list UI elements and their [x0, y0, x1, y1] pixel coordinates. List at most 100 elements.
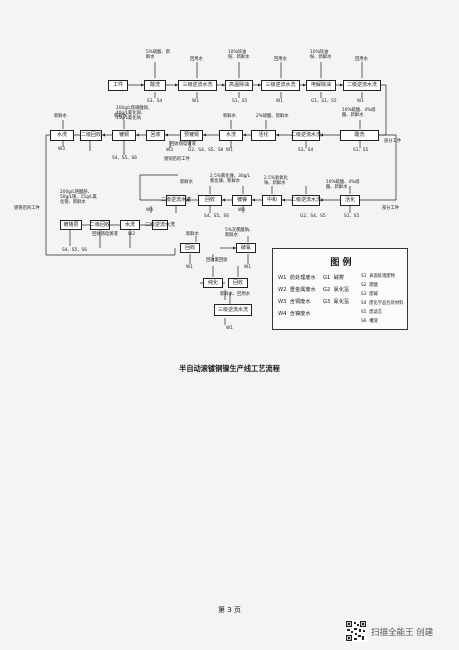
label-degrease-powder-2: 10%除油粉、新鲜水 [310, 50, 332, 60]
label-w1-a: W1 [192, 99, 199, 104]
label-g2: G2、S4、S5、S6 [188, 148, 224, 153]
box-rinse2-a: 二级逆流水洗 [343, 80, 381, 91]
box-hot-degrease: 高温除油 [225, 80, 253, 91]
legend-g2: G2 氯化氢 [323, 287, 350, 293]
box-recover4: 回收 [228, 278, 248, 288]
box-water-wash-b: 水洗 [120, 220, 140, 230]
label-w2: W2 [128, 232, 135, 237]
box-rinse2-b: 二级逆流水洗 [291, 130, 321, 141]
box-recover3: 回收 [180, 243, 200, 253]
label-cyan-reagent: 5%次氯酸钠、新鲜水 [225, 228, 254, 238]
label-recycle-plate: 回收铜电镀液 [170, 142, 196, 147]
label-fresh-f: 新鲜水、回用水 [220, 292, 251, 297]
label-w3: W3 [58, 147, 65, 152]
legend-s2: S2 废酸 [361, 283, 378, 288]
label-s3s4-a: S3、S4 [147, 99, 163, 104]
label-fresh-e: 新鲜水 [186, 232, 199, 237]
box-neutral: 中和 [262, 195, 282, 206]
legend-s6: S6 槽渣 [361, 319, 378, 324]
legend-box: 图 例 W1 前处理废水 W2 重金属废水 W3 含铜废水 W4 含镍废水 G1… [272, 248, 408, 330]
box-water-wash-l: 水洗 [50, 130, 74, 141]
box-electrolytic-degrease: 电解除油 [306, 80, 336, 91]
label-acid3: 10%硫酸、4%硫酸、新鲜水 [342, 108, 376, 118]
label-recycle2: 回收铬电镀液 [92, 232, 118, 237]
label-plated: 镀铜后的工件 [164, 157, 190, 162]
figure-caption: 半自动滚镀铜镍生产线工艺流程 [179, 364, 280, 373]
box-rinse3-b: 三级逆流水洗 [261, 80, 300, 91]
label-w1-e: W1 [186, 265, 193, 270]
label-acid: 5%硫酸、新鲜水 [146, 50, 171, 60]
legend-g1: G1 碱雾 [323, 275, 345, 281]
label-w3b: W3 [166, 148, 173, 153]
box-rinse2-e: 二级逆流水洗 [145, 220, 175, 230]
label-w1-g: W1 [226, 326, 233, 331]
legend-w4: W4 含镍废水 [278, 311, 311, 317]
box-water-wash-m: 水洗 [219, 130, 243, 141]
label-s456b: S4、S5、S6 [204, 214, 229, 219]
label-acid2: 2%硫酸、新鲜水 [256, 114, 289, 119]
legend-w1: W1 前处理废水 [278, 275, 316, 281]
legend-s5: S5 废滤芯 [361, 310, 383, 315]
scanner-watermark: 扫描全能王 创建 [371, 628, 434, 638]
box-rinse3-a: 三级逆流水洗 [178, 80, 217, 91]
label-s1s5-d: S1、S5 [344, 214, 360, 219]
label-fresh-c: 新鲜水 [223, 114, 236, 119]
legend-s4: S4 废化学品包装材料 [361, 301, 404, 306]
box-workpiece: 工件 [108, 80, 128, 91]
label-reuse-2: 回用水 [274, 57, 287, 62]
label-reuse-3: 回用水 [355, 57, 368, 62]
box-copper-plating: 镀铜 [112, 130, 136, 141]
label-s1s5-b: S1、S5 [353, 148, 369, 153]
label-g2b: G2、S4、S5 [300, 214, 326, 219]
box-acid-dip: 酸洗 [340, 130, 379, 141]
label-w1-f: W1 [244, 265, 251, 270]
label-w4: W4 [146, 208, 153, 213]
label-plated2: 镀铬后的工件 [14, 206, 40, 211]
legend-s3: S3 废碱 [361, 292, 378, 297]
label-partial: 部分工件 [384, 139, 402, 144]
label-degrease-powder-1: 10%除油粉、新鲜水 [228, 50, 250, 60]
label-fresh-a: 新鲜水 [54, 114, 67, 119]
box-degrease: 酸洗 [144, 80, 166, 91]
box-rinse2-c: 二级逆流水洗 [161, 195, 191, 206]
label-cu-reagent: 200g/L焦磷酸铜、40g/L氰化铜、15g/L氰化钠 [116, 106, 153, 121]
label-s456: S4、S5、S6 [112, 156, 137, 161]
label-ni-reagent: 2.5%氯化镍、30g/L氯化镍、新鲜水 [210, 174, 251, 184]
box-nickel: 镀镍 [232, 195, 252, 206]
box-rinse2-d: 二级逆流水洗 [291, 195, 321, 206]
label-w4b: W4 [238, 208, 245, 213]
label-reuse-1: 回用水 [190, 57, 203, 62]
box-rinse2-recover: 二级回收 [80, 130, 102, 141]
label-w1-c: W1 [357, 99, 364, 104]
label-partial2: 部分工件 [382, 206, 400, 211]
box-chrome: 镀铬层 [60, 220, 82, 230]
label-fresh-b: 新鲜水 [114, 114, 127, 119]
label-acid-r: 10%硫酸、4%硫酸、新鲜水 [326, 180, 360, 190]
label-recycle3: 回收氰回收 [206, 258, 228, 263]
label-cr-reagent: 200g/L铬酸酐、50g/L铬、15g/L氰化铬、新鲜水 [60, 190, 97, 205]
box-activate-m: 活化 [251, 130, 276, 141]
qr-code-icon [345, 620, 367, 642]
box-rinse3-final: 三级逆流水洗 [214, 304, 252, 316]
label-s456c: S4、S5、S6 [62, 248, 87, 253]
legend-g3: G3 氰化氢 [323, 299, 350, 305]
legend-title: 图 例 [330, 258, 352, 268]
label-neutral-agent: 2.5%氢氧化钠、新鲜水 [264, 176, 288, 186]
label-w1-b: W1 [276, 99, 283, 104]
box-cyanide-break: 破氰 [236, 243, 256, 253]
box-pre-plate: 预镀铜 [180, 130, 203, 141]
legend-w3: W3 含铜废水 [278, 299, 311, 305]
box-activate-r: 活化 [340, 195, 360, 206]
box-recover2: 回收 [198, 195, 222, 206]
legend-s1: S1 表面处理废物 [361, 274, 395, 279]
label-w1-d: W1 [226, 148, 233, 153]
label-s3s4-b: S3、S4 [298, 148, 314, 153]
legend-w2: W2 重金属废水 [278, 287, 316, 293]
label-s1s5-a: S1、S5 [232, 99, 248, 104]
box-rinse2-recover2: 二级回收 [90, 220, 110, 230]
label-g1: G1、S1、S5 [311, 99, 337, 104]
box-washing: 纯化 [203, 278, 223, 288]
label-fresh-d: 新鲜水 [180, 180, 193, 185]
box-recover: 回收 [146, 130, 165, 141]
